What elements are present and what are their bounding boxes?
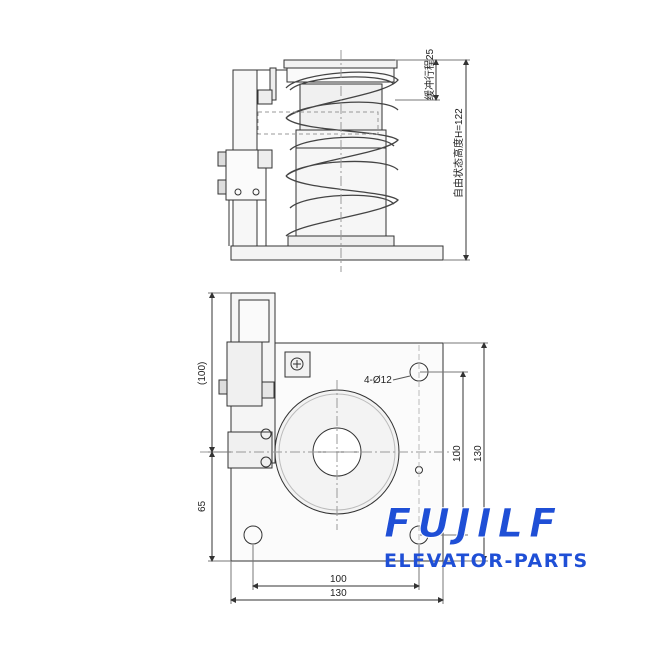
mount-hole <box>243 525 263 545</box>
spring-coils <box>285 71 399 237</box>
phillips-screw <box>290 357 304 371</box>
free-height-label: 自由状态高度H=122 <box>452 108 465 198</box>
base-plate <box>230 245 444 261</box>
dim-bottom-outer: 130 <box>330 588 347 599</box>
dim-bottom-inner: 100 <box>330 574 347 585</box>
dim-right-inner: 100 <box>452 445 463 462</box>
dim-right-outer: 130 <box>473 445 484 462</box>
top-view <box>200 292 488 604</box>
hole-label: 4-Ø12 <box>364 375 392 386</box>
dim-left-upper: (100) <box>197 362 208 385</box>
stroke-label: 缓冲行程25 <box>423 48 436 100</box>
side-view <box>217 50 470 272</box>
dim-left-lower: 65 <box>197 500 208 512</box>
